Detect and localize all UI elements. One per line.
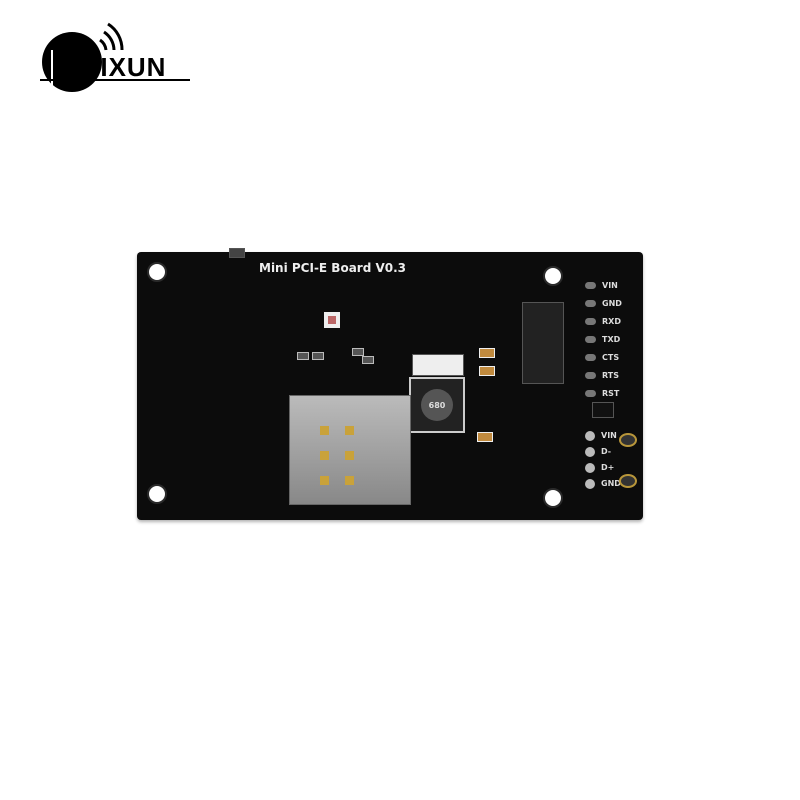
pin-rts: RTS [585, 370, 622, 381]
capacitor [479, 348, 495, 358]
capacitor [479, 366, 495, 376]
pin-rxd: RXD [585, 316, 622, 327]
smd-resistor [312, 352, 324, 360]
pin-usb-dplus: D+ [585, 462, 621, 473]
switch [229, 248, 245, 258]
transistor [592, 402, 614, 418]
pin-cts: CTS [585, 352, 622, 363]
pin-usb-gnd: GND [585, 478, 621, 489]
test-pad [619, 433, 637, 447]
pin-rst: RST [585, 388, 622, 399]
capacitor [477, 432, 493, 442]
logo-graphic [40, 22, 190, 92]
sim-card-slot[interactable] [289, 395, 411, 505]
pin-vin: VIN [585, 280, 622, 291]
test-pad [619, 474, 637, 488]
pin-usb-dminus: D- [585, 446, 621, 457]
pin-txd: TXD [585, 334, 622, 345]
logo-text: YIXUN [82, 52, 167, 82]
mounting-hole [543, 266, 563, 286]
smd-resistor [297, 352, 309, 360]
smd-resistor [362, 356, 374, 364]
mounting-hole [147, 484, 167, 504]
pin-gnd: GND [585, 298, 622, 309]
brand-logo: YIXUN [30, 22, 200, 92]
uart-header: VIN GND RXD TXD CTS RTS RST [585, 280, 622, 399]
diode [412, 354, 464, 376]
mounting-hole [543, 488, 563, 508]
resistor-array [522, 302, 564, 384]
rgb-led [324, 312, 340, 328]
board-title: Mini PCI-E Board V0.3 [259, 261, 407, 275]
pin-usb-vin: VIN [585, 430, 621, 441]
mounting-hole [147, 262, 167, 282]
pcb-board: Mini PCI-E Board V0.3 680 VIN GND RXD TX… [137, 248, 643, 520]
inductor-marking: 680 [421, 389, 453, 421]
power-inductor: 680 [409, 377, 465, 433]
usb-header: VIN D- D+ GND [585, 430, 621, 489]
smd-resistor [352, 348, 364, 356]
